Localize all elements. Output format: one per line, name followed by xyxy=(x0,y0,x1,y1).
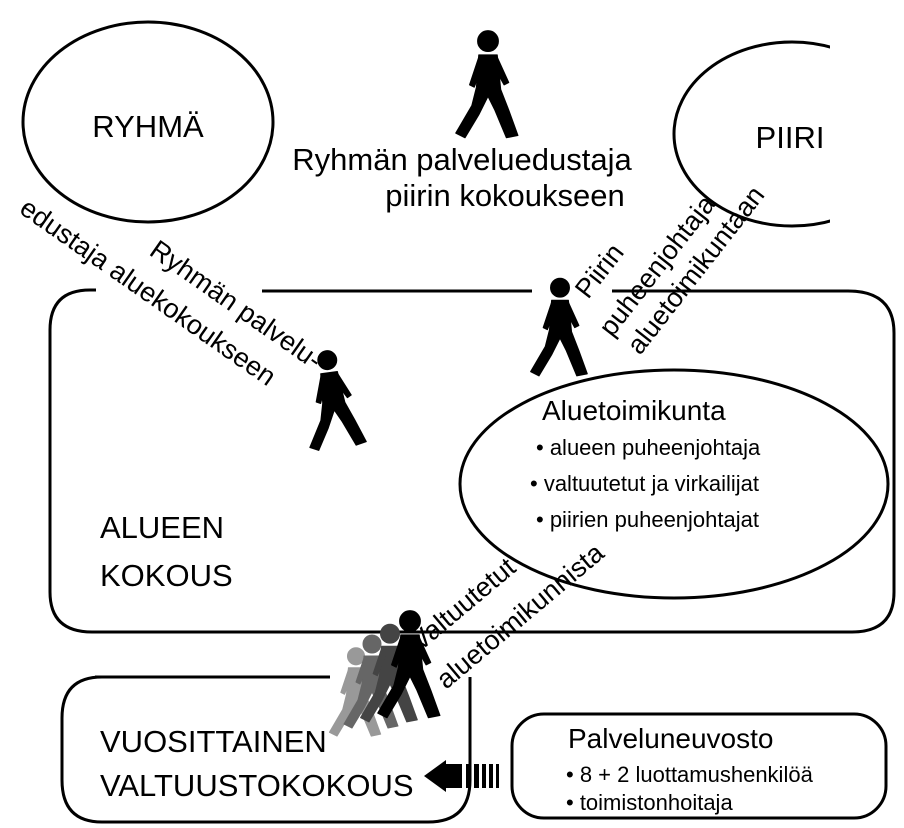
arrow-stripe xyxy=(496,764,499,788)
ryhma-to-piiri-line-2: piirin kokoukseen xyxy=(385,178,625,213)
ryhma-node: RYHMÄ xyxy=(21,20,275,224)
arrow-stripe xyxy=(444,764,462,788)
piiri-circle-clip xyxy=(830,0,904,240)
ryhma-to-piiri-line-1: Ryhmän palveluedustaja xyxy=(292,142,632,177)
arrow-stripe xyxy=(482,764,486,788)
alueen-kokous-line-2: KOKOUS xyxy=(100,558,233,593)
valtuustokokous-node: VUOSITTAINEN VALTUUSTOKOKOUS xyxy=(60,675,472,824)
alueen-kokous-frame xyxy=(48,288,896,634)
aluetoimikunta-node: Aluetoimikunta • alueen puheenjohtaja • … xyxy=(458,368,890,600)
valtuustokokous-line-1: VUOSITTAINEN xyxy=(100,724,327,759)
valtuustokokous-line-2: VALTUUSTOKOKOUS xyxy=(100,768,414,803)
arrow-stripe xyxy=(466,764,471,788)
palveluneuvosto-frame xyxy=(510,712,888,820)
piiri-label: PIIRI xyxy=(756,120,825,155)
aluetoimikunta-title: Aluetoimikunta xyxy=(542,395,726,426)
arrow-head-icon xyxy=(424,760,446,792)
palveluneuvosto-node: Palveluneuvosto • 8 + 2 luottamushenkilö… xyxy=(510,712,888,820)
walker-icon xyxy=(455,30,519,139)
ryhma-to-piiri-connection: Ryhmän palveluedustaja piirin kokoukseen xyxy=(292,30,632,213)
aluetoimikunta-ellipse xyxy=(458,368,890,600)
aluetoimikunta-item: • piirien puheenjohtajat xyxy=(536,507,759,532)
piiri-circle xyxy=(672,40,904,228)
palveluneuvosto-item: • toimistonhoitaja xyxy=(566,790,733,815)
palveluneuvosto-item: • 8 + 2 luottamushenkilöä xyxy=(566,762,814,787)
ryhma-circle xyxy=(21,20,275,224)
arrow-stripe xyxy=(489,764,493,788)
arrow-stripe xyxy=(474,764,479,788)
palveluneuvosto-arrow xyxy=(424,760,499,792)
ryhma-to-alue-connection: Ryhmän palvelu- edustaja aluekokoukseen xyxy=(15,192,368,453)
aluetoimikunta-item: • alueen puheenjohtaja xyxy=(536,435,761,460)
palveluneuvosto-title: Palveluneuvosto xyxy=(568,723,773,754)
aluetoimikunta-item: • valtuutetut ja virkailijat xyxy=(530,471,759,496)
ryhma-label: RYHMÄ xyxy=(92,109,204,144)
valtuustokokous-frame xyxy=(60,675,472,824)
alueen-kokous-node: ALUEEN KOKOUS xyxy=(48,288,896,634)
alueen-kokous-line-1: ALUEEN xyxy=(100,510,224,545)
piiri-node: PIIRI xyxy=(672,0,904,240)
